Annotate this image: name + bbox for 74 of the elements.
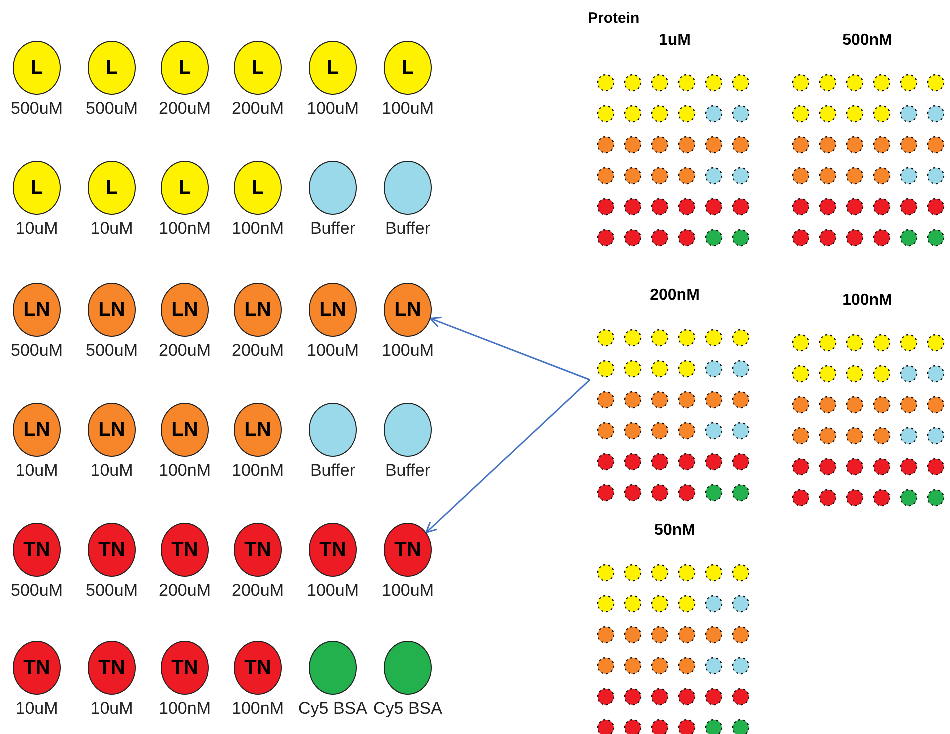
- spot-letters: TN: [24, 538, 50, 562]
- concentration-label: 500uM: [85, 581, 139, 601]
- spot-letters: LN: [172, 298, 198, 322]
- concentration-label: 100nM: [158, 699, 212, 719]
- spot-letters: LN: [244, 298, 272, 322]
- concentration-label: Cy5 BSA: [372, 699, 444, 719]
- spot-letters: LN: [24, 418, 50, 442]
- concentration-label: 10uM: [90, 699, 134, 719]
- concentration-heading: 200nM: [649, 287, 701, 305]
- spot-letters: L: [326, 56, 340, 80]
- concentration-label: 500uM: [10, 581, 64, 601]
- concentration-label: 500uM: [85, 341, 139, 361]
- spot-letters: TN: [394, 538, 422, 562]
- concentration-label: 200uM: [231, 341, 285, 361]
- arrow: [430, 316, 590, 381]
- concentration-label: 200uM: [158, 99, 212, 119]
- concentration-label: 100uM: [306, 581, 360, 601]
- spot-letters: TN: [98, 656, 126, 680]
- spot-letters: L: [252, 176, 264, 200]
- concentration-label: 10uM: [90, 219, 134, 239]
- concentration-label: 200uM: [158, 341, 212, 361]
- concentration-label: 10uM: [14, 699, 60, 719]
- concentration-label: 100nM: [231, 219, 285, 239]
- concentration-label: Cy5 BSA: [298, 699, 368, 719]
- spot-letters: L: [30, 176, 44, 200]
- spot-letters: L: [402, 56, 414, 80]
- spot-letters: TN: [244, 656, 272, 680]
- concentration-label: 100nM: [231, 461, 285, 481]
- spot-letters: LN: [320, 298, 346, 322]
- concentration-label: 10uM: [14, 461, 60, 481]
- concentration-label: 200uM: [231, 99, 285, 119]
- spot-letters: LN: [394, 298, 422, 322]
- spot-letters: TN: [24, 656, 50, 680]
- concentration-label: 100nM: [158, 219, 212, 239]
- concentration-label: Buffer: [384, 461, 432, 481]
- concentration-label: 100nM: [158, 461, 212, 481]
- spot-letters: L: [178, 56, 192, 80]
- spot-letters: LN: [244, 418, 272, 442]
- spot-letters: TN: [172, 656, 198, 680]
- concentration-label: 100uM: [306, 99, 360, 119]
- concentration-label: 200uM: [231, 581, 285, 601]
- concentration-label: 100uM: [381, 341, 435, 361]
- concentration-label: 10uM: [90, 461, 134, 481]
- spot-letters: L: [178, 176, 192, 200]
- spot-letters: TN: [98, 538, 126, 562]
- concentration-label: 500uM: [10, 99, 64, 119]
- spot-letters: LN: [98, 418, 126, 442]
- spot-letters: TN: [244, 538, 272, 562]
- concentration-label: 500uM: [10, 341, 64, 361]
- spot-letters: LN: [98, 298, 126, 322]
- concentration-heading: 1uM: [658, 32, 692, 50]
- spot-letters: L: [106, 56, 118, 80]
- concentration-label: Buffer: [309, 219, 357, 239]
- concentration-label: 500uM: [85, 99, 139, 119]
- spot-letters: TN: [172, 538, 198, 562]
- concentration-label: 10uM: [14, 219, 60, 239]
- spot-letters: LN: [24, 298, 50, 322]
- concentration-label: 100nM: [231, 699, 285, 719]
- concentration-label: 100uM: [381, 581, 435, 601]
- spot-letters: L: [30, 56, 44, 80]
- axis-title: Protein: [588, 10, 640, 27]
- spot-letters: LN: [172, 418, 198, 442]
- concentration-label: 100uM: [306, 341, 360, 361]
- spot-letters: L: [252, 56, 264, 80]
- spot-letters: TN: [320, 538, 346, 562]
- arrow: [426, 379, 591, 534]
- spot-letters: L: [106, 176, 118, 200]
- concentration-label: Buffer: [384, 219, 432, 239]
- concentration-label: 100uM: [381, 99, 435, 119]
- concentration-heading: 50nM: [654, 522, 696, 540]
- concentration-heading: 500nM: [842, 32, 894, 50]
- concentration-label: Buffer: [309, 461, 357, 481]
- concentration-label: 200uM: [158, 581, 212, 601]
- concentration-heading: 100nM: [842, 292, 894, 310]
